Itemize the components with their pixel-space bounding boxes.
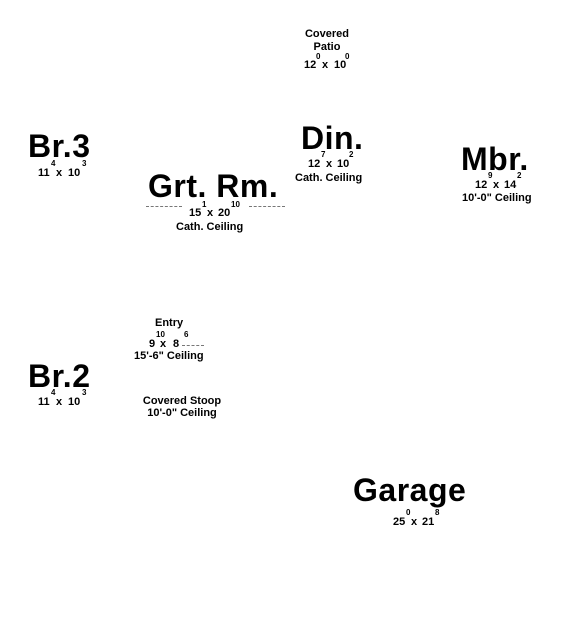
- bedroom2-dim-a-inches: 4: [51, 388, 56, 397]
- master-bedroom-ceiling: 10'-0" Ceiling: [462, 192, 532, 204]
- master-bedroom-dim-a-inches: 9: [488, 171, 493, 180]
- dining-dim-a-inches: 7: [321, 150, 326, 159]
- covered-patio-dim-x: x: [322, 59, 329, 71]
- entry-name: Entry: [155, 317, 184, 329]
- master-bedroom-dim-x: x: [493, 179, 500, 191]
- master-bedroom-dim-b: 14: [504, 179, 517, 191]
- covered-stoop-name: Covered Stoop: [142, 395, 222, 407]
- dining-dim-a: 12: [308, 158, 321, 170]
- bedroom2-dim-x: x: [56, 396, 63, 408]
- covered-patio-label: Covered Patio: [298, 29, 356, 53]
- garage-dim-a-inches: 0: [406, 508, 411, 517]
- garage-dim-a: 25: [393, 516, 406, 528]
- great-room-dim-x: x: [207, 207, 214, 219]
- great-room-dashed-line-left: [146, 206, 182, 207]
- great-room-dim-a-inches: 1: [202, 200, 207, 209]
- dining-dim-b-inches: 2: [349, 150, 354, 159]
- covered-patio-dim-a-inches: 0: [316, 52, 321, 61]
- covered-patio-name-line1: Covered: [304, 28, 350, 40]
- bedroom3-dim-x: x: [56, 167, 63, 179]
- bedroom3-dim-b-inches: 3: [82, 159, 87, 168]
- great-room-dim-b: 20: [218, 207, 231, 219]
- entry-dim-b-inches: 6: [184, 330, 189, 339]
- great-room-name: Grt. Rm.: [148, 168, 279, 204]
- bedroom2-name: Br.2: [28, 358, 91, 394]
- bedroom2-dim-a: 11: [38, 396, 50, 408]
- bedroom3-name: Br.3: [28, 128, 91, 164]
- master-bedroom-dim-b-inches: 2: [517, 171, 522, 180]
- bedroom2-dim-b: 10: [68, 396, 81, 408]
- covered-patio-dim-b: 10: [334, 59, 347, 71]
- bedroom2-dim-b-inches: 3: [82, 388, 87, 397]
- garage-name: Garage: [353, 472, 467, 508]
- covered-stoop-label: Covered Stoop 10'-0" Ceiling: [138, 396, 226, 419]
- garage-dim-b-inches: 8: [435, 508, 440, 517]
- entry-dim-a: 9: [149, 338, 156, 350]
- master-bedroom-dim-a: 12: [475, 179, 488, 191]
- garage-dim-x: x: [411, 516, 418, 528]
- great-room-dim-b-inches: 10: [231, 200, 240, 209]
- covered-patio-dim-b-inches: 0: [345, 52, 350, 61]
- entry-ceiling: 15'-6" Ceiling: [134, 350, 204, 362]
- dining-dim-b: 10: [337, 158, 350, 170]
- dining-name: Din.: [301, 120, 364, 156]
- great-room-dashed-line-right: [249, 206, 285, 207]
- master-bedroom-name: Mbr.: [461, 141, 529, 177]
- dining-dim-x: x: [326, 158, 333, 170]
- bedroom3-dim-b: 10: [68, 167, 81, 179]
- entry-dashed-line: [182, 345, 204, 346]
- entry-dim-b: 8: [173, 338, 180, 350]
- great-room-ceiling: Cath. Ceiling: [176, 221, 244, 233]
- covered-patio-dim-a: 12: [304, 59, 317, 71]
- garage-dim-b: 21: [422, 516, 435, 528]
- covered-patio-name-line2: Patio: [313, 41, 341, 53]
- entry-dim-x: x: [160, 338, 167, 350]
- covered-stoop-ceiling: 10'-0" Ceiling: [147, 407, 217, 419]
- dining-ceiling: Cath. Ceiling: [295, 172, 363, 184]
- entry-dim-a-inches: 10: [156, 330, 165, 339]
- bedroom3-dim-a-inches: 4: [51, 159, 56, 168]
- bedroom3-dim-a: 11: [38, 167, 50, 179]
- great-room-dim-a: 15: [189, 207, 202, 219]
